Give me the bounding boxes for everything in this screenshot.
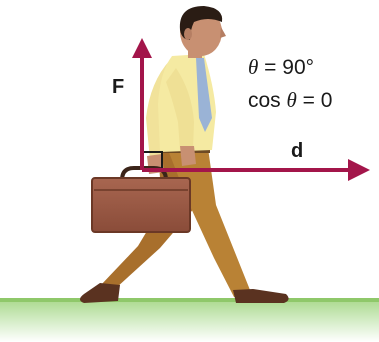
- briefcase-body: [91, 177, 191, 233]
- front-arm: [166, 68, 194, 150]
- cos-value: = 0: [296, 89, 333, 112]
- cos-theta-symbol: θ: [286, 88, 297, 112]
- cos-prefix: cos: [248, 89, 287, 112]
- angle-equation: θ = 90°: [248, 55, 314, 80]
- cosine-equation: cos θ = 0: [248, 88, 332, 113]
- theta-symbol: θ: [248, 55, 259, 79]
- front-hand: [180, 146, 196, 166]
- front-shoe: [233, 289, 289, 303]
- tie: [196, 58, 212, 132]
- ear: [184, 28, 192, 40]
- nose: [220, 27, 226, 38]
- walking-man-icon: [80, 6, 289, 303]
- back-shoe: [80, 283, 120, 303]
- right-angle-marker: [142, 151, 163, 170]
- briefcase-icon: [91, 166, 191, 233]
- force-vector: [132, 38, 152, 170]
- force-arrow-head: [132, 38, 152, 58]
- force-label: F: [112, 76, 125, 98]
- ground: [0, 298, 379, 342]
- displacement-label: d: [291, 140, 304, 162]
- displacement-vector: [142, 159, 370, 181]
- displacement-arrow-head: [348, 159, 370, 181]
- angle-value: = 90°: [258, 56, 315, 79]
- ground-edge: [0, 298, 379, 302]
